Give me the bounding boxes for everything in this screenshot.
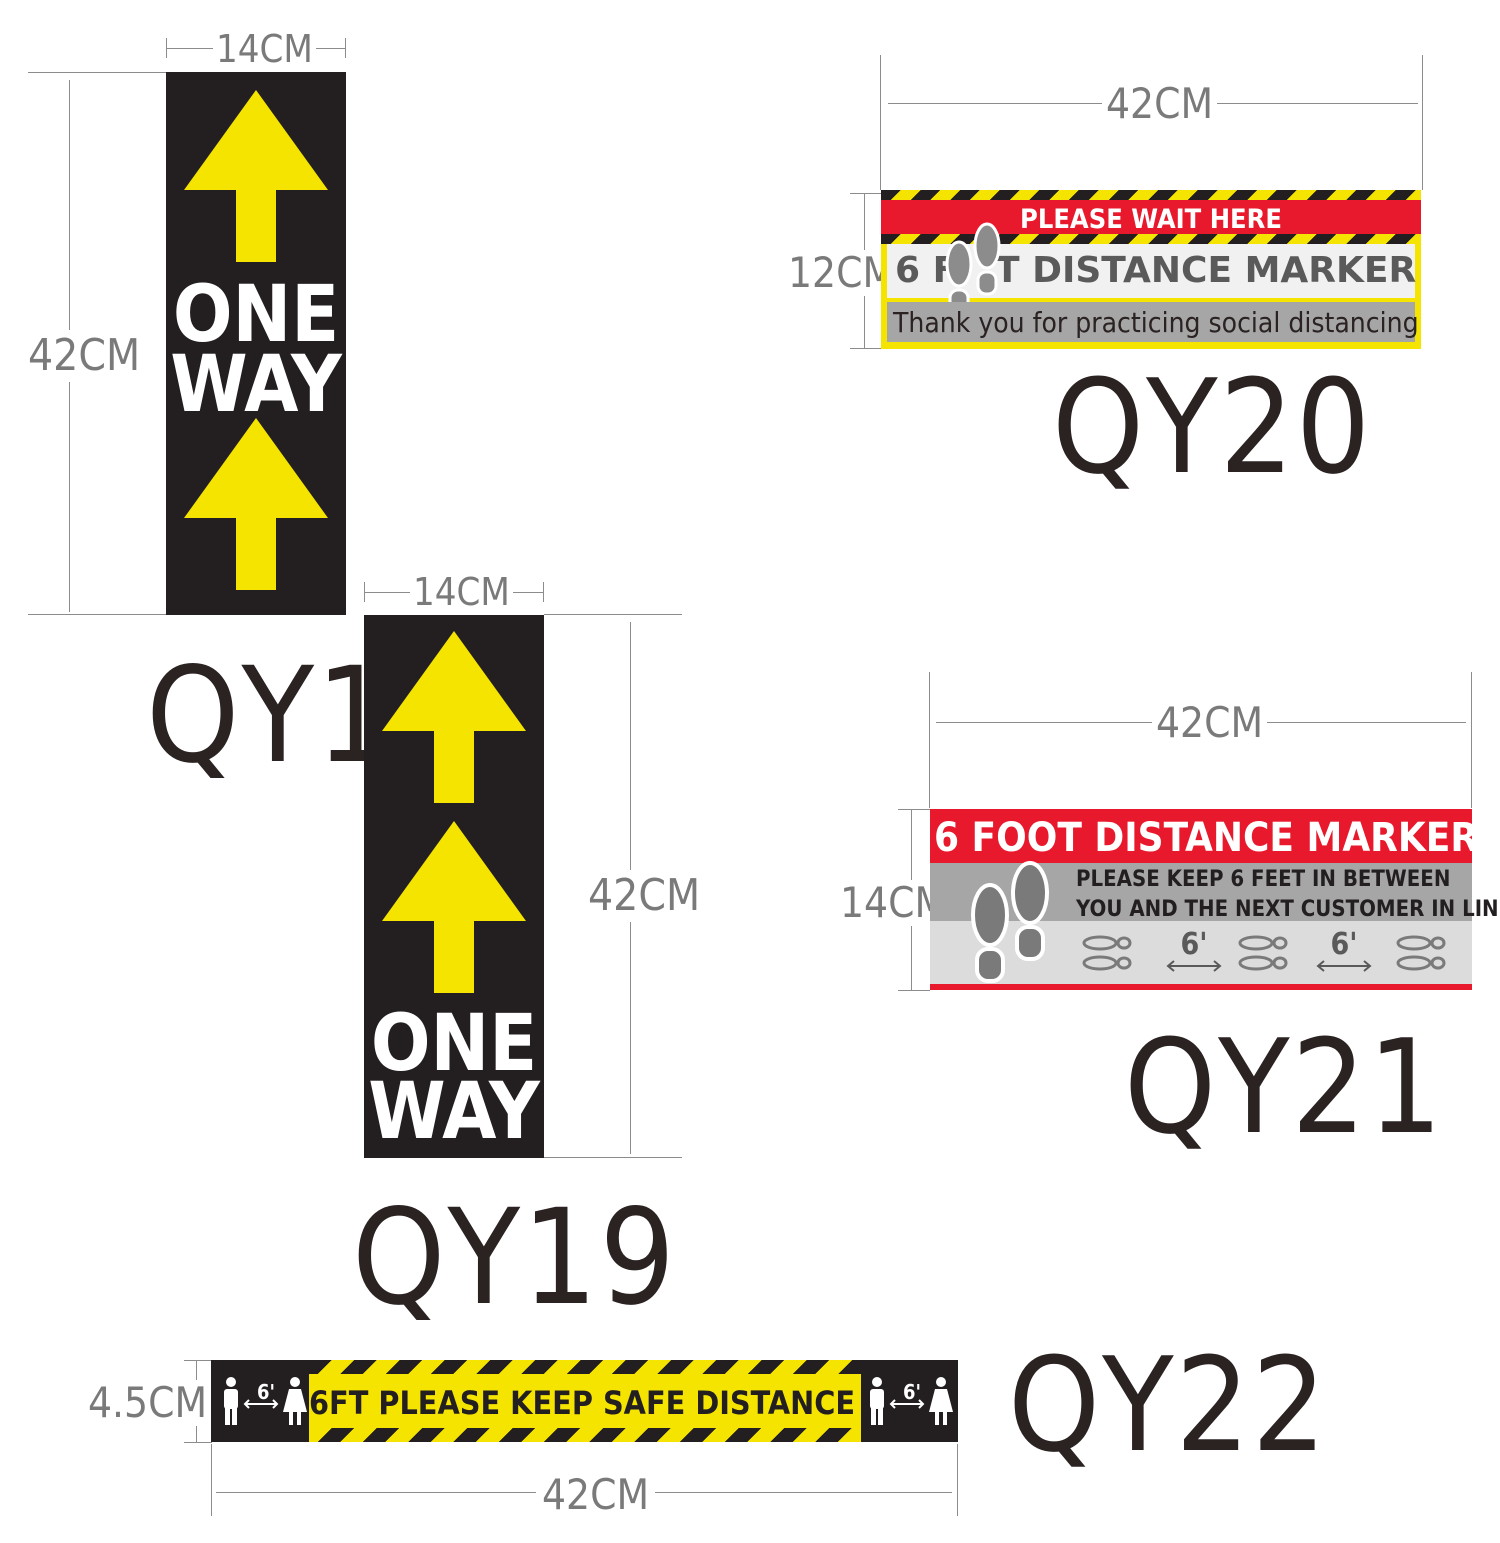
qy20-height-label: 12CM [788,248,896,297]
dim-tick [544,1157,682,1158]
qy18-width-label: 14CM [213,30,316,68]
qy19-line1: ONE [370,999,538,1089]
qy22-height-label: 4.5CM [88,1378,208,1427]
qy18-height-label: 42CM [28,330,141,382]
qy22-width-label: 42CM [536,1474,656,1516]
dim-tick [28,614,168,615]
qy21-width-label: 42CM [1152,702,1268,744]
qy18-panel: ONE WAY [166,72,346,615]
qy21-gap1: 6' [1180,927,1208,962]
dim-tick [28,72,168,73]
footprints-icon [945,222,1001,314]
qy22-left-badge: 6' [256,1380,276,1404]
footprint-pair-icon [1082,935,1132,971]
hazard-stripe [881,190,1421,200]
qy22-text: 6FT PLEASE KEEP SAFE DISTANCE 6FT [309,1384,925,1422]
qy19-panel: ONE WAY [364,615,544,1158]
dim-tick [957,1444,958,1516]
up-arrow-icon [184,90,328,262]
qy22-code: QY22 [1008,1329,1329,1481]
qy20-header-bar: PLEASE WAIT HERE [881,200,1421,235]
qy18-line2: WAY [170,340,342,430]
dim-tick [544,614,682,615]
qy21-line1: PLEASE KEEP 6 FEET IN BETWEEN [1076,867,1451,892]
qy20-panel: PLEASE WAIT HERE 6 F T DISTANCE MARKER T… [881,190,1421,349]
qy21-line2: YOU AND THE NEXT CUSTOMER IN LINE [1076,897,1500,922]
dim-tick [898,809,930,810]
qy19-code: QY19 [352,1181,678,1335]
people-distance-icon [870,1377,953,1425]
dim-tick [1471,672,1472,808]
qy20-title-right: T DISTANCE MARKER [995,250,1417,291]
hazard-stripe: 6FT PLEASE KEEP SAFE DISTANCE 6FT [309,1360,925,1442]
qy22-right-badge: 6' [902,1380,922,1404]
qy20-subtitle: Thank you for practicing social distanci… [893,306,1419,339]
qy22-panel: 6' 6FT PLEASE KEEP SAFE DISTANCE 6FT 6' [211,1360,958,1442]
qy21-height-label: 14CM [840,878,948,927]
qy20-width-label: 42CM [1102,83,1218,125]
footprint-pair-icon [1396,935,1446,971]
qy21-code: QY21 [1124,1011,1445,1163]
people-distance-icon [224,1377,307,1425]
qy19-width-label: 14CM [410,573,513,611]
qy21-gap2: 6' [1330,927,1358,962]
double-arrow-icon [1316,960,1372,972]
dim-tick [880,55,881,190]
up-arrow-icon [382,631,526,803]
qy19-height-label: 42CM [588,870,701,922]
qy20-subtitle-bar: Thank you for practicing social distanci… [887,302,1419,342]
qy20-header: PLEASE WAIT HERE [1020,204,1282,235]
double-arrow-icon [1166,960,1222,972]
qy22-text-bar: 6FT PLEASE KEEP SAFE DISTANCE 6FT [309,1374,925,1428]
footprints-icon [971,861,1049,983]
footprint-pair-icon [1238,935,1288,971]
dim-tick [898,990,930,991]
up-arrow-icon [382,821,526,993]
qy20-code: QY20 [1052,351,1373,503]
dim-tick [850,193,882,194]
dim-tick [850,348,882,349]
qy21-panel: 6 FOOT DISTANCE MARKER PLEASE KEEP 6 FEE… [930,809,1500,990]
up-arrow-icon [184,418,328,590]
qy18-line1: ONE [172,270,340,360]
dim-tick [1422,55,1423,190]
dim-tick [929,672,930,808]
dim-tick [184,1360,212,1361]
qy19-line2: WAY [368,1067,540,1157]
dim-tick [211,1444,212,1516]
dim-tick [184,1442,212,1443]
qy21-header: 6 FOOT DISTANCE MARKER [934,815,1479,861]
hazard-stripe [881,234,1421,244]
